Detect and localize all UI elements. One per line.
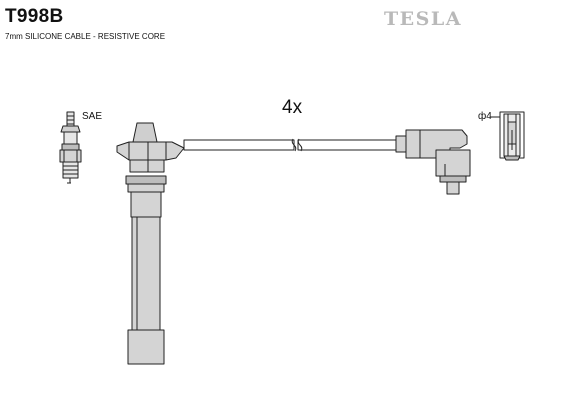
ignition-cable bbox=[183, 138, 397, 152]
terminal-detail-icon bbox=[490, 111, 525, 161]
spark-plug-label: SAE bbox=[82, 111, 103, 122]
brand-logo: TESLA bbox=[384, 8, 462, 30]
spark-plug-icon bbox=[59, 111, 82, 184]
quantity-label: 4x bbox=[282, 97, 303, 118]
spark-plug-boot bbox=[116, 122, 185, 365]
coil-boot bbox=[395, 129, 471, 195]
cable-spec: 7mm SILICONE CABLE - RESISTIVE CORE bbox=[5, 32, 166, 41]
terminal-diameter-label: ф4 bbox=[478, 111, 492, 122]
part-number: T998B bbox=[5, 6, 64, 27]
